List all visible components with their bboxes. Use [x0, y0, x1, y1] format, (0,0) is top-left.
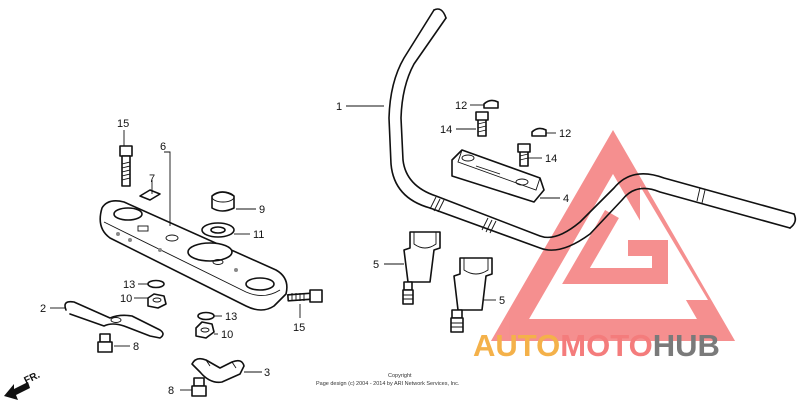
callout-9: 9: [259, 204, 265, 216]
direction-label: FR.: [22, 370, 41, 387]
callout-3: 3: [264, 367, 270, 379]
leader-lines: [50, 104, 560, 391]
callout-4: 4: [563, 193, 569, 205]
nut-10-upper: [147, 293, 167, 309]
callout-13-lower: 13: [225, 311, 237, 323]
callout-6: 6: [160, 141, 166, 153]
clamp-bolt-8-upper: [97, 333, 113, 353]
callout-5-left: 5: [373, 259, 379, 271]
holder-bolt-left: [475, 111, 489, 137]
callout-10-upper: 10: [120, 293, 132, 305]
copyright: Copyright Page design (c) 2004 - 2014 by…: [316, 373, 460, 387]
cable-clamp-2: [64, 300, 164, 339]
callout-11: 11: [253, 229, 264, 241]
watermark-hub: HUB: [653, 328, 720, 363]
top-bridge: [99, 200, 288, 311]
cable-clamp-3: [191, 357, 245, 384]
lower-holder-left: [402, 231, 441, 305]
callout-12-left: 12: [455, 100, 467, 112]
front-direction-arrow: FR.: [4, 370, 42, 400]
bridge-bolt-side: [287, 289, 323, 303]
callout-14-left: 14: [440, 124, 452, 136]
watermark-logo: [490, 130, 736, 341]
callout-8-upper: 8: [133, 341, 139, 353]
washer-7: [139, 189, 161, 201]
watermark-text: AUTOMOTOHUB: [473, 328, 720, 363]
copyright-line-2: Page design (c) 2004 - 2014 by ARI Netwo…: [316, 381, 460, 387]
callout-2: 2: [40, 303, 46, 315]
callout-10-lower: 10: [221, 329, 233, 341]
callout-7: 7: [149, 173, 155, 185]
callout-15-upper: 15: [117, 118, 129, 130]
watermark-moto: MOTO: [560, 328, 652, 363]
callout-1: 1: [336, 101, 342, 113]
nut-10-lower: [195, 321, 215, 339]
handlebar: [388, 8, 797, 251]
callout-12-right: 12: [559, 128, 571, 140]
callout-13-upper: 13: [123, 279, 135, 291]
cap-nut-9: [211, 191, 235, 212]
callout-15-side: 15: [293, 322, 305, 334]
watermark-auto: AUTO: [473, 328, 560, 363]
lower-holder-right: [450, 257, 493, 333]
upper-holder: [451, 149, 545, 203]
washer-11: [201, 222, 235, 238]
clamp-bolt-8-lower: [191, 377, 207, 397]
callout-14-right: 14: [545, 153, 557, 165]
washer-13-lower: [197, 311, 215, 321]
washer-13-upper: [147, 279, 165, 289]
cap-right: [531, 127, 547, 137]
bridge-bolt-upper: [119, 145, 133, 187]
copyright-line-1: Copyright: [388, 373, 412, 379]
cap-left: [483, 99, 499, 109]
holder-bolt-right: [517, 143, 531, 167]
callout-5-right: 5: [499, 295, 505, 307]
callouts: 1 2 3 4 5 5 6 7 8 8 9 10 10 11 12 12 13 …: [40, 100, 571, 397]
callout-8-lower: 8: [168, 385, 174, 397]
